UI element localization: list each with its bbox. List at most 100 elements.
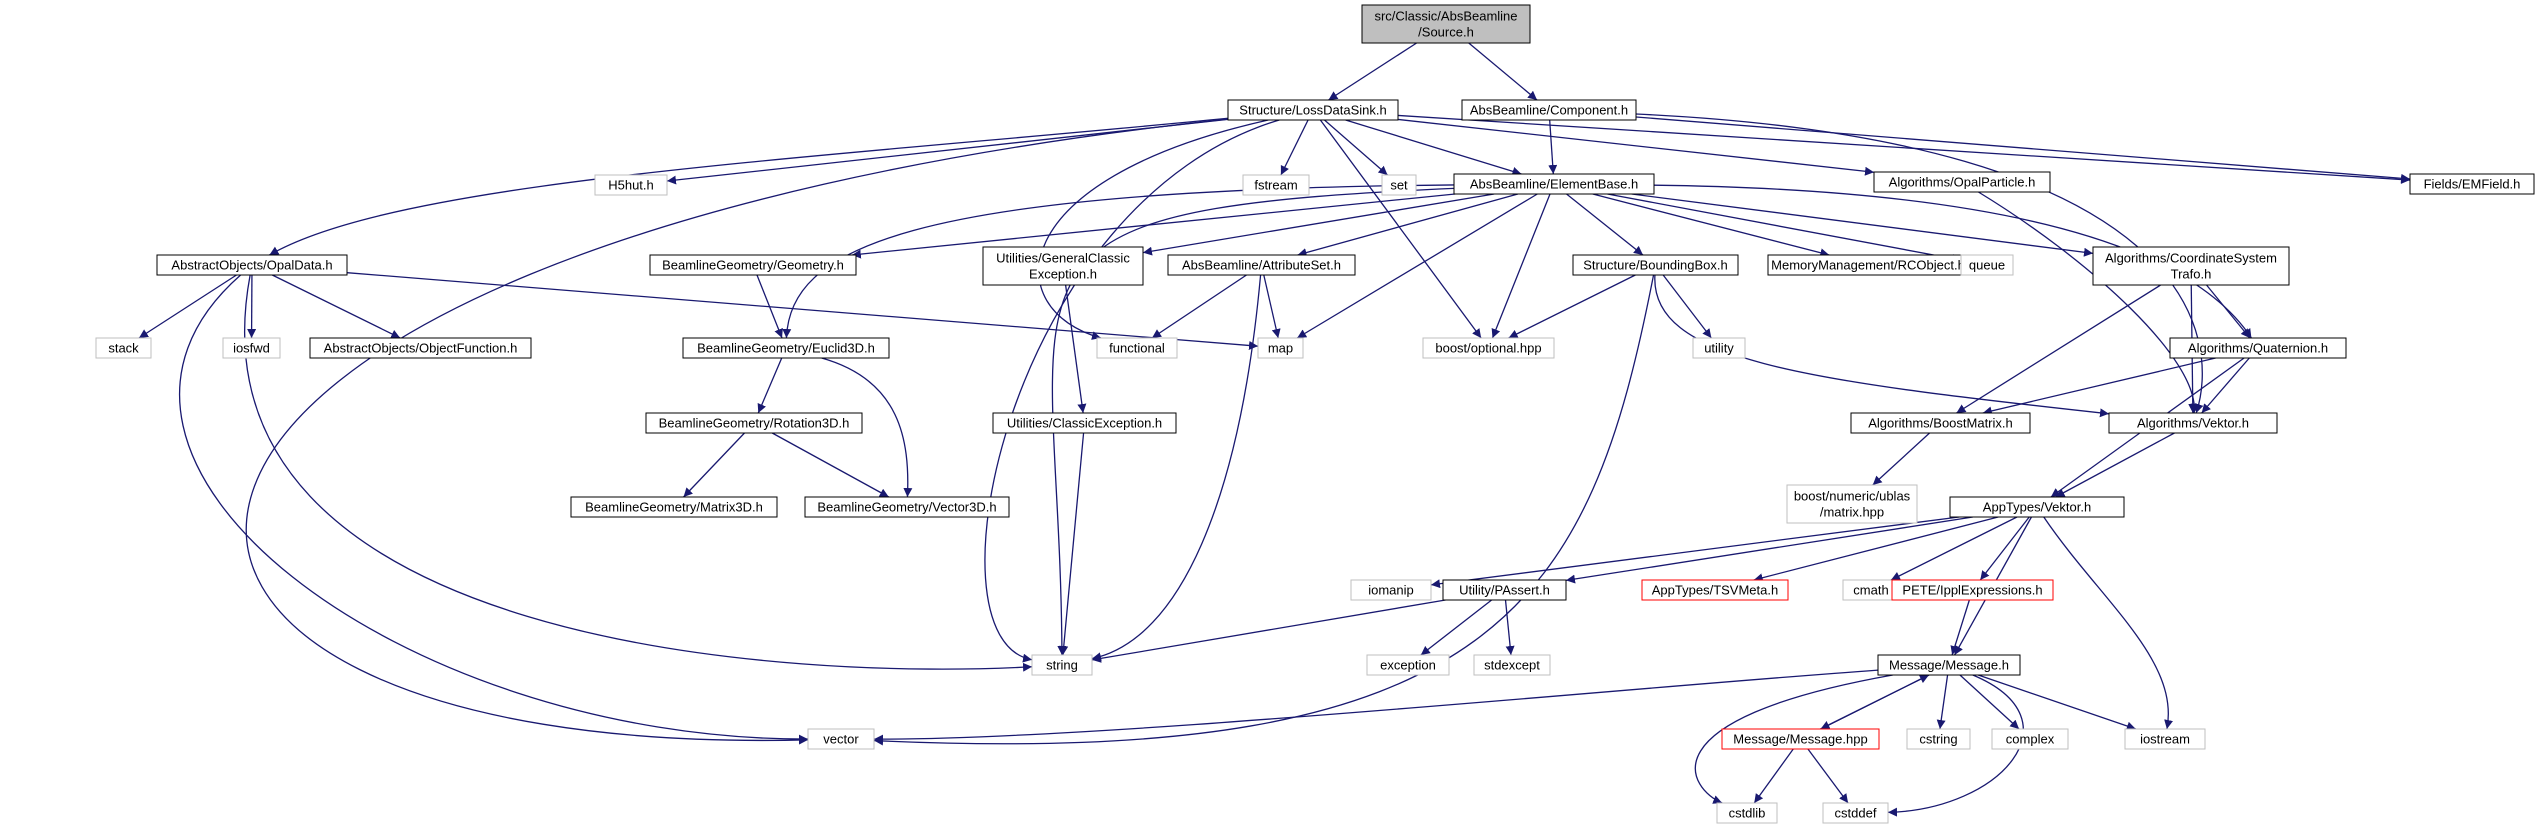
edge-quaternion-to-boostmatrix xyxy=(1982,357,2216,416)
node-lossdatasink[interactable]: Structure/LossDataSink.h xyxy=(1227,99,1399,121)
edge-quaternion-to-vektor xyxy=(2201,357,2250,414)
node-box-vektor xyxy=(2108,412,2278,434)
node-map: map xyxy=(1257,337,1304,359)
edge-boundingbox-to-vektor xyxy=(1654,274,2110,418)
node-box-elementbase xyxy=(1453,173,1655,195)
edge-messagehpp-to-cstdlib xyxy=(1753,748,1794,804)
node-quaternion[interactable]: Algorithms/Quaternion.h xyxy=(2169,337,2347,359)
edge-opaldata-to-string xyxy=(243,274,1033,672)
edge-rotation3d-to-vector3d xyxy=(771,432,890,498)
node-boostmatrix[interactable]: Algorithms/BoostMatrix.h xyxy=(1850,412,2031,434)
node-vector: vector xyxy=(807,728,875,750)
edge-geometry-to-euclid3d xyxy=(756,274,783,339)
node-euclid3d[interactable]: BeamlineGeometry/Euclid3D.h xyxy=(682,337,890,359)
node-label-coordtrafo: Algorithms/CoordinateSystem xyxy=(2105,251,2277,266)
edge-passert-to-stdexcept xyxy=(1504,599,1515,656)
node-box-queue xyxy=(1960,254,2014,276)
node-appvektor[interactable]: AppTypes/Vektor.h xyxy=(1949,496,2125,518)
node-box-lossdatasink xyxy=(1227,99,1399,121)
node-boundingbox[interactable]: Structure/BoundingBox.h xyxy=(1572,254,1739,276)
node-message[interactable]: Message/Message.h xyxy=(1877,654,2021,676)
node-box-fstream xyxy=(1242,174,1310,196)
node-box-rotation3d xyxy=(645,412,863,434)
node-box-h5hut xyxy=(594,174,668,196)
node-label-messagehpp: Message/Message.hpp xyxy=(1733,732,1867,747)
node-opaldata[interactable]: AbstractObjects/OpalData.h xyxy=(156,254,348,276)
node-label-coordtrafo: Trafo.h xyxy=(2171,267,2212,282)
node-label-optional: boost/optional.hpp xyxy=(1435,341,1541,356)
node-box-quaternion xyxy=(2169,337,2347,359)
edge-message-to-complex xyxy=(1959,674,2020,730)
node-vektor[interactable]: Algorithms/Vektor.h xyxy=(2108,412,2278,434)
edge-message-to-iostream xyxy=(1977,674,2137,731)
node-source[interactable]: src/Classic/AbsBeamline/Source.h xyxy=(1361,4,1531,44)
node-elementbase[interactable]: AbsBeamline/ElementBase.h xyxy=(1453,173,1655,195)
node-box-matrix3d xyxy=(570,496,778,518)
node-label-objectfunction: AbstractObjects/ObjectFunction.h xyxy=(324,341,518,356)
node-box-attributeset xyxy=(1167,254,1356,276)
edge-lossdatasink-to-opalparticle xyxy=(1397,118,1875,176)
node-vector3d[interactable]: BeamlineGeometry/Vector3D.h xyxy=(804,496,1010,518)
node-h5hut: H5hut.h xyxy=(594,174,668,196)
edge-ipplexpr-to-message xyxy=(1950,599,1970,656)
node-opalparticle[interactable]: Algorithms/OpalParticle.h xyxy=(1873,171,2051,193)
node-label-genclassicexc: Exception.h xyxy=(1029,267,1097,282)
node-cmath: cmath xyxy=(1842,579,1900,601)
node-component[interactable]: AbsBeamline/Component.h xyxy=(1461,99,1637,121)
node-ipplexpr[interactable]: PETE/IpplExpressions.h xyxy=(1891,579,2054,601)
edge-opaldata-to-vector xyxy=(178,274,809,744)
node-label-euclid3d: BeamlineGeometry/Euclid3D.h xyxy=(697,341,875,356)
node-rotation3d[interactable]: BeamlineGeometry/Rotation3D.h xyxy=(645,412,863,434)
node-box-component xyxy=(1461,99,1637,121)
node-label-fstream: fstream xyxy=(1254,178,1297,193)
edge-elementbase-to-queue xyxy=(1607,193,1962,263)
node-label-cstddef: cstddef xyxy=(1835,806,1877,821)
node-emfield[interactable]: Fields/EMField.h xyxy=(2409,173,2535,195)
node-label-boundingbox: Structure/BoundingBox.h xyxy=(1583,258,1728,273)
node-box-cstdlib xyxy=(1716,802,1778,824)
node-objectfunction[interactable]: AbstractObjects/ObjectFunction.h xyxy=(309,337,532,359)
edge-message-to-cstdlib xyxy=(1694,674,1893,804)
edge-message-to-cstring xyxy=(1936,674,1949,730)
node-label-cstdlib: cstdlib xyxy=(1729,806,1766,821)
node-box-vector xyxy=(807,728,875,750)
node-label-exception: exception xyxy=(1380,658,1436,673)
node-label-ublasmatrix: /matrix.hpp xyxy=(1820,505,1884,520)
node-rcobject[interactable]: MemoryManagement/RCObject.h xyxy=(1767,254,1969,276)
node-label-ipplexpr: PETE/IpplExpressions.h xyxy=(1902,583,2042,598)
edge-opalparticle-to-vektor xyxy=(1978,191,2200,414)
node-classicexc[interactable]: Utilities/ClassicException.h xyxy=(992,412,1177,434)
node-label-functional: functional xyxy=(1109,341,1165,356)
node-box-appvektor xyxy=(1949,496,2125,518)
node-label-elementbase: AbsBeamline/ElementBase.h xyxy=(1470,177,1638,192)
node-geometry[interactable]: BeamlineGeometry/Geometry.h xyxy=(649,254,857,276)
node-label-h5hut: H5hut.h xyxy=(608,178,654,193)
edge-coordtrafo-to-boostmatrix xyxy=(1956,284,2162,414)
node-box-iomanip xyxy=(1350,579,1432,601)
node-label-vektor: Algorithms/Vektor.h xyxy=(2137,416,2249,431)
node-passert[interactable]: Utility/PAssert.h xyxy=(1442,579,1567,601)
node-label-component: AbsBeamline/Component.h xyxy=(1470,103,1628,118)
node-label-classicexc: Utilities/ClassicException.h xyxy=(1007,416,1162,431)
node-cstdlib: cstdlib xyxy=(1716,802,1778,824)
node-exception: exception xyxy=(1366,654,1450,676)
node-tsvmeta[interactable]: AppTypes/TSVMeta.h xyxy=(1641,579,1789,601)
node-label-geometry: BeamlineGeometry/Geometry.h xyxy=(662,258,844,273)
edge-source-to-component xyxy=(1468,42,1538,101)
edge-lossdatasink-to-optional xyxy=(1319,119,1482,339)
node-stdexcept: stdexcept xyxy=(1473,654,1551,676)
node-attributeset[interactable]: AbsBeamline/AttributeSet.h xyxy=(1167,254,1356,276)
node-label-message: Message/Message.h xyxy=(1889,658,2009,673)
node-matrix3d[interactable]: BeamlineGeometry/Matrix3D.h xyxy=(570,496,778,518)
node-label-source: src/Classic/AbsBeamline xyxy=(1374,9,1517,24)
node-complex: complex xyxy=(1991,728,2069,750)
edge-lossdatasink-to-elementbase xyxy=(1345,119,1522,176)
edge-lossdatasink-to-set xyxy=(1324,119,1388,176)
edge-message-to-cstddef xyxy=(1887,674,2024,817)
node-messagehpp[interactable]: Message/Message.hpp xyxy=(1721,728,1880,750)
node-box-string xyxy=(1031,654,1093,676)
node-box-cstddef xyxy=(1822,802,1889,824)
edge-boundingbox-to-vector xyxy=(873,274,1655,746)
